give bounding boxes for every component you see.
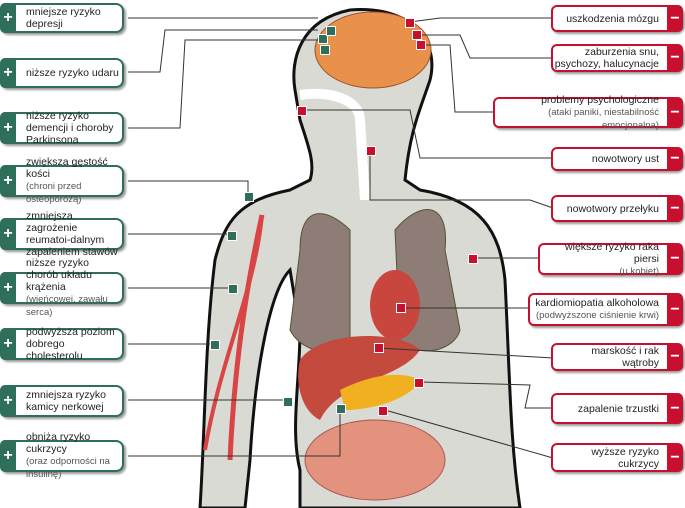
minus-icon: − — [667, 147, 683, 171]
minus-icon: − — [667, 443, 683, 472]
joint-marker — [227, 231, 237, 241]
label-sub: (podwyższone ciśnienie krwi) — [535, 310, 659, 321]
liver-marker — [374, 343, 384, 353]
label-main: zmniejsza ryzyko kamicy nerkowej — [26, 389, 106, 413]
brain-benefit-marker — [320, 45, 330, 55]
plus-icon: + — [0, 328, 16, 360]
benefit-label: + obniża ryzyko cukrzycy(oraz odporności … — [0, 431, 124, 480]
label-main: niższe ryzyko demencji i choroby Parkins… — [26, 110, 114, 146]
minus-icon: − — [667, 243, 683, 275]
benefit-label: + zmniejsza zagrożenie reumatoi-dalnym za… — [0, 210, 124, 258]
label-sub: (chroni przed osteoporozą) — [26, 181, 82, 205]
plus-icon: + — [0, 218, 16, 250]
risk-label: −większe ryzyko raka piersi(u kobiet) — [538, 240, 683, 277]
risk-label: −uszkodzenia mózgu — [551, 5, 683, 32]
plus-icon: + — [0, 165, 16, 197]
benefit-label: + zmniejsza ryzyko kamicy nerkowej — [0, 385, 124, 417]
minus-icon: − — [667, 343, 683, 371]
label-main: niższe ryzyko chorób układu krążenia — [26, 257, 92, 293]
benefit-label: + mniejsze ryzyko depresji — [0, 3, 124, 33]
pancreas-benefit-marker — [336, 404, 346, 414]
label-main: nowotwory przełyku — [566, 202, 659, 215]
bone-marker — [244, 192, 254, 202]
label-main: niższe ryzyko udaru — [26, 67, 119, 79]
benefit-label: + niższe ryzyko udaru — [0, 58, 124, 88]
benefit-label: + podwyższa poziom dobrego cholesterolu — [0, 326, 124, 362]
risk-label: −nowotwory ust — [551, 147, 683, 171]
label-sub: (u kobiet) — [619, 265, 659, 277]
breast-marker — [468, 254, 478, 264]
plus-icon: + — [0, 440, 16, 472]
plus-icon: + — [0, 112, 16, 144]
benefit-label: + niższe ryzyko demencji i choroby Parkin… — [0, 110, 124, 146]
heart-marker — [396, 303, 406, 313]
mouth-marker — [297, 106, 307, 116]
label-main: wyższe ryzyko cukrzycy — [591, 445, 659, 470]
label-main: uszkodzenia mózgu — [566, 12, 659, 25]
brain-benefit-marker — [318, 34, 328, 44]
label-main: podwyższa poziom dobrego cholesterolu — [26, 326, 115, 362]
minus-icon: − — [667, 44, 683, 72]
minus-icon: − — [667, 97, 683, 128]
kidney-marker — [283, 397, 293, 407]
benefit-label: + niższe ryzyko chorób układu krążenia(wi… — [0, 257, 124, 318]
risk-label: −marskość i rak wątroby — [551, 343, 683, 371]
label-main: zmniejsza zagrożenie reumatoi-dalnym zap… — [26, 210, 118, 258]
label-main: kardiomiopatia alkoholowa — [535, 297, 659, 309]
label-main: obniża ryzyko cukrzycy — [26, 431, 91, 455]
risk-label: −zaburzenia snu, psychozy, halucynacje — [551, 44, 683, 72]
plus-icon: + — [0, 3, 16, 33]
plus-icon: + — [0, 58, 16, 88]
risk-label: −kardiomiopatia alkoholowa(podwyższone c… — [528, 293, 683, 326]
label-main: większe ryzyko raka piersi — [565, 240, 659, 265]
label-sub: (oraz odporności na insulinę) — [26, 456, 110, 480]
brain-risk-marker — [412, 30, 422, 40]
circulation-marker — [228, 284, 238, 294]
label-main: zapalenie trzustki — [577, 402, 659, 415]
minus-icon: − — [667, 5, 683, 32]
label-main: zwiększa gęstość kości — [26, 156, 108, 180]
risk-label: −problemy psychologiczne(ataki paniki, n… — [493, 93, 683, 131]
brain-risk-marker — [405, 18, 415, 28]
diabetes-risk-marker — [378, 406, 388, 416]
esophagus-marker — [366, 146, 376, 156]
label-sub: (wieńcowej, zawału serca) — [26, 294, 108, 318]
risk-label: −zapalenie trzustki — [551, 393, 683, 424]
label-main: problemy psychologiczne — [541, 93, 659, 106]
label-main: nowotwory ust — [591, 153, 659, 165]
risk-label: −wyższe ryzyko cukrzycy — [551, 443, 683, 472]
label-main: zaburzenia snu, psychozy, halucynacje — [554, 46, 659, 70]
label-main: marskość i rak wątroby — [591, 345, 659, 369]
brain-risk-marker — [416, 40, 426, 50]
minus-icon: − — [667, 293, 683, 326]
label-sub: (ataki paniki, niestabilność emocjonalna… — [548, 106, 659, 131]
label-main: mniejsze ryzyko depresji — [26, 6, 101, 30]
risk-label: −nowotwory przełyku — [551, 195, 683, 222]
cholesterol-marker — [210, 340, 220, 350]
plus-icon: + — [0, 385, 16, 417]
minus-icon: − — [667, 393, 683, 424]
benefit-label: + zwiększa gęstość kości(chroni przed ost… — [0, 156, 124, 205]
brain-benefit-marker — [326, 26, 336, 36]
pancreas-risk-marker — [414, 378, 424, 388]
minus-icon: − — [667, 195, 683, 222]
plus-icon: + — [0, 272, 16, 304]
